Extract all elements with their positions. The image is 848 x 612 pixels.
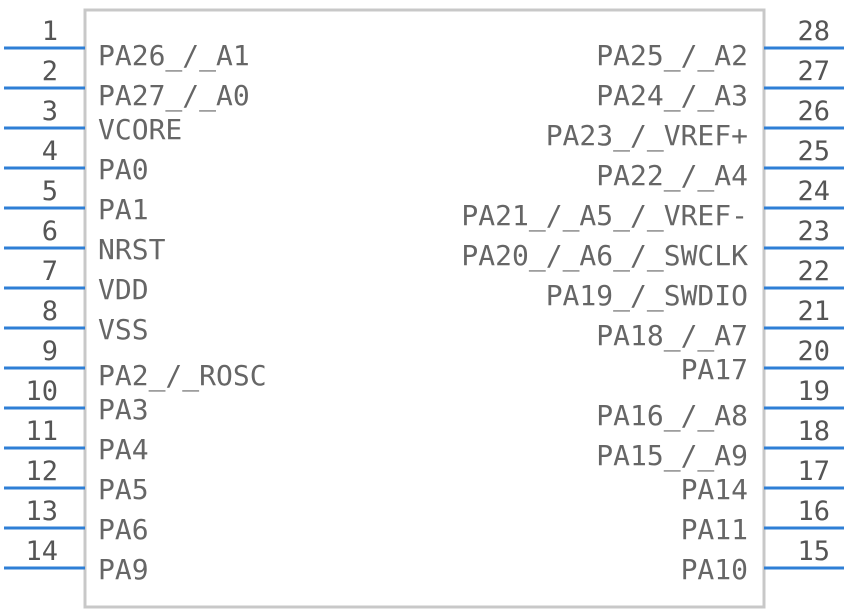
pin-label: NRST xyxy=(98,233,166,266)
pin-label: PA20_/_A6_/_SWCLK xyxy=(461,239,748,273)
pin-number: 12 xyxy=(25,456,58,487)
pin-label: PA3 xyxy=(98,393,149,426)
pin-number: 9 xyxy=(42,336,58,367)
pin-number: 27 xyxy=(797,56,830,87)
pin-label: PA23_/_VREF+ xyxy=(546,119,748,153)
pin-number: 25 xyxy=(797,136,830,167)
pin-number: 11 xyxy=(25,416,58,447)
pin-number: 26 xyxy=(797,96,830,127)
pin-number: 17 xyxy=(797,456,830,487)
pin-number: 13 xyxy=(25,496,58,527)
pin-label: PA27_/_A0 xyxy=(98,79,250,113)
pin-number: 3 xyxy=(42,96,58,127)
pin-label: PA17 xyxy=(681,353,748,386)
pin-number: 19 xyxy=(797,376,830,407)
pin-number: 2 xyxy=(42,56,58,87)
pin-number: 7 xyxy=(42,256,58,287)
pin-label: PA1 xyxy=(98,193,149,226)
pin-label: VDD xyxy=(98,273,149,306)
pin-label: PA11 xyxy=(681,513,748,546)
pin-number: 28 xyxy=(797,16,830,47)
pin-label: PA24_/_A3 xyxy=(596,79,748,113)
pin-number: 5 xyxy=(42,176,58,207)
pin-label: PA4 xyxy=(98,433,149,466)
pin-label: VCORE xyxy=(98,113,182,146)
pin-number: 8 xyxy=(42,296,58,327)
pin-label: PA22_/_A4 xyxy=(596,159,748,193)
pin-label: PA10 xyxy=(681,553,748,586)
pin-label: PA5 xyxy=(98,473,149,506)
pin-number: 24 xyxy=(797,176,830,207)
pin-label: PA18_/_A7 xyxy=(596,319,748,353)
pin-label: PA21_/_A5_/_VREF- xyxy=(461,199,748,233)
pin-label: PA2_/_ROSC xyxy=(98,359,267,393)
pin-number: 20 xyxy=(797,336,830,367)
pin-number: 1 xyxy=(42,16,58,47)
pin-number: 6 xyxy=(42,216,58,247)
pin-label: PA15_/_A9 xyxy=(596,439,748,473)
pin-number: 15 xyxy=(797,536,830,567)
pin-label: VSS xyxy=(98,313,149,346)
pin-label: PA25_/_A2 xyxy=(596,39,748,73)
pin-label: PA9 xyxy=(98,553,149,586)
pin-number: 18 xyxy=(797,416,830,447)
pin-number: 14 xyxy=(25,536,58,567)
pin-number: 4 xyxy=(42,136,58,167)
pin-label: PA0 xyxy=(98,153,149,186)
pin-label: PA16_/_A8 xyxy=(596,399,748,433)
pin-label: PA26_/_A1 xyxy=(98,39,250,73)
pin-number: 21 xyxy=(797,296,830,327)
pin-label: PA14 xyxy=(681,473,748,506)
pin-label: PA19_/_SWDIO xyxy=(546,279,748,313)
pin-number: 10 xyxy=(25,376,58,407)
chip-body xyxy=(83,8,766,609)
pin-number: 16 xyxy=(797,496,830,527)
pin-label: PA6 xyxy=(98,513,149,546)
pin-number: 23 xyxy=(797,216,830,247)
pin-number: 22 xyxy=(797,256,830,287)
